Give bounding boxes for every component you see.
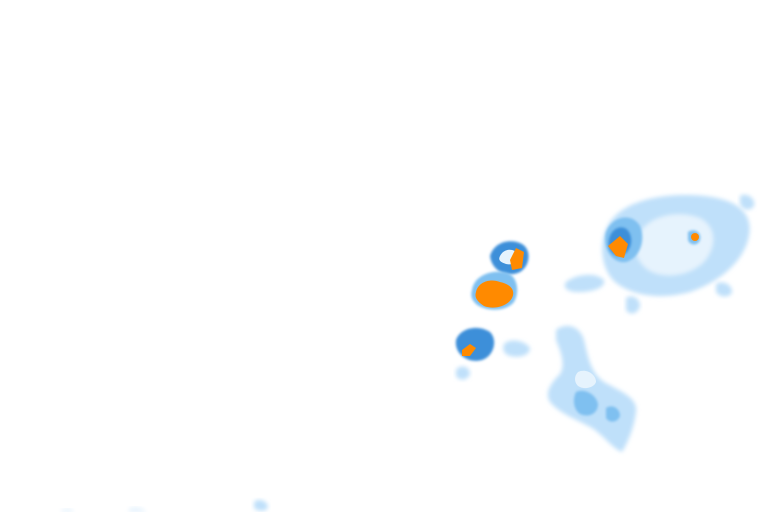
precip-band-south — [547, 325, 637, 452]
precip-cell-cluster-central — [471, 241, 529, 310]
precip-cell-southwest — [455, 327, 530, 380]
precip-specks-bottom — [60, 499, 268, 512]
precip-cell-ring-east — [564, 194, 755, 314]
